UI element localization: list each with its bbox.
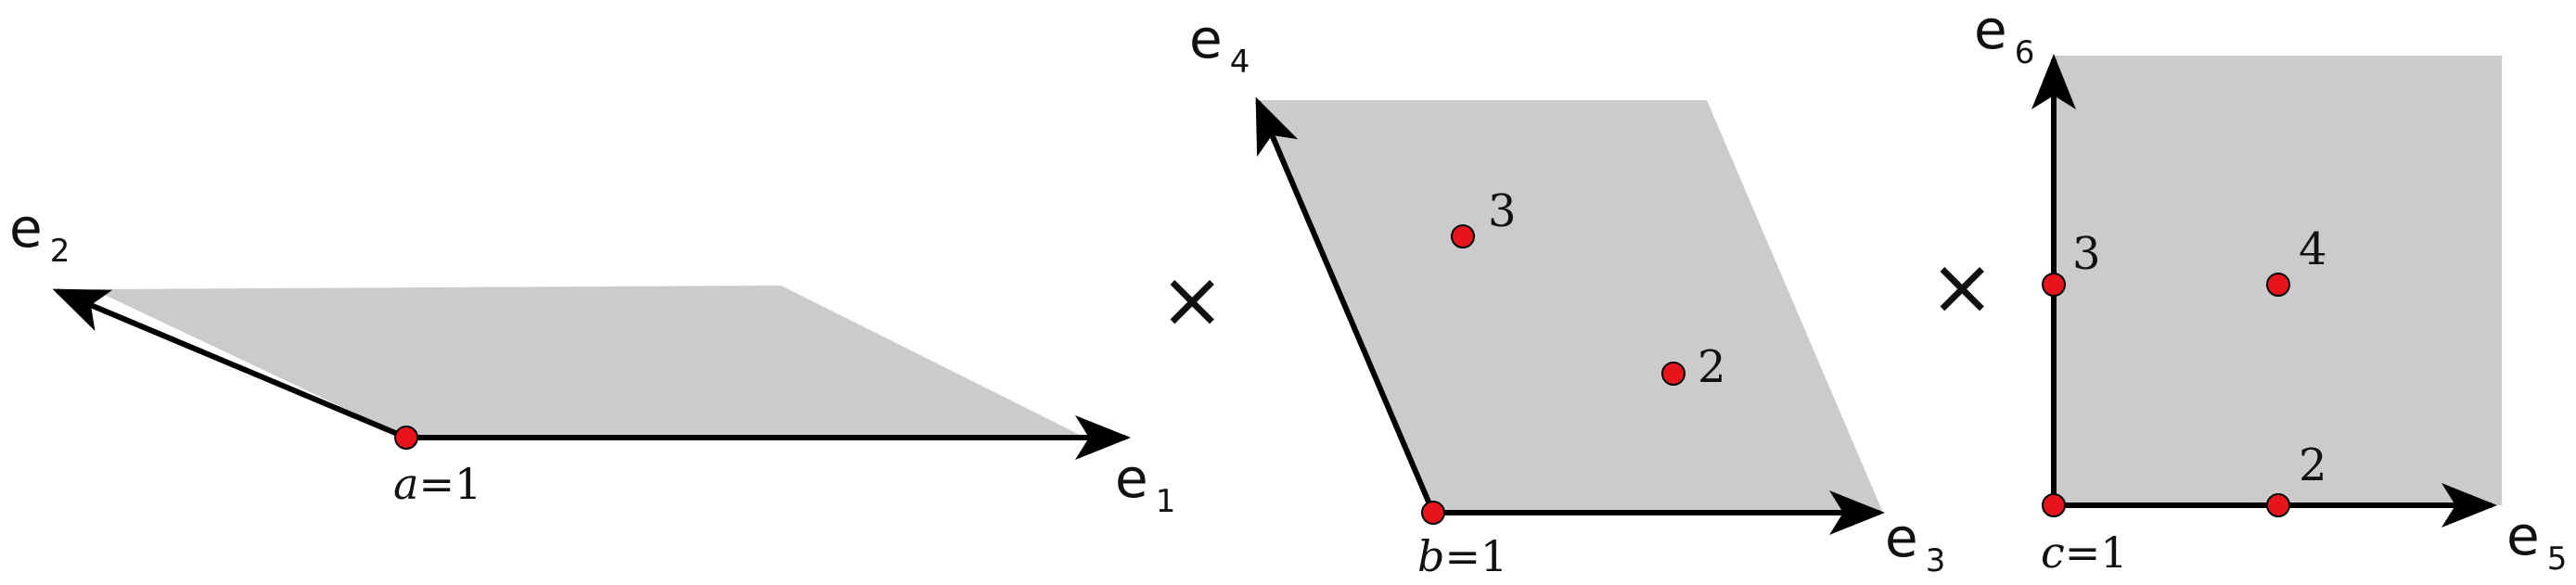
lattice-point-2 [1661,362,1685,386]
point-label-4: 4 [2299,223,2327,275]
lattice-point-4 [2266,273,2290,297]
point-label-2: 2 [1698,341,1726,393]
region-1 [93,286,1085,438]
lattice-point-2b [2266,493,2290,517]
lattice-point-3b [2042,273,2066,297]
origin-label-a: a=1 [393,459,481,509]
lattice-point-3 [1451,224,1475,248]
origin-label-c: c=1 [2041,528,2128,578]
origin-point-a [394,426,418,450]
origin-point-b [1421,501,1445,525]
axis-e4-arrow [1255,96,1436,515]
point-label-3: 3 [1488,185,1517,237]
point-label-3b: 3 [2072,228,2101,280]
times-operator-2: × [1929,241,1994,332]
origin-label-b: b=1 [1417,531,1507,581]
axis-e2-arrow [52,288,408,440]
region-2 [1255,100,1883,513]
times-operator-1: × [1160,254,1224,345]
origin-point-c [2042,493,2066,517]
point-label-2b: 2 [2299,439,2327,491]
